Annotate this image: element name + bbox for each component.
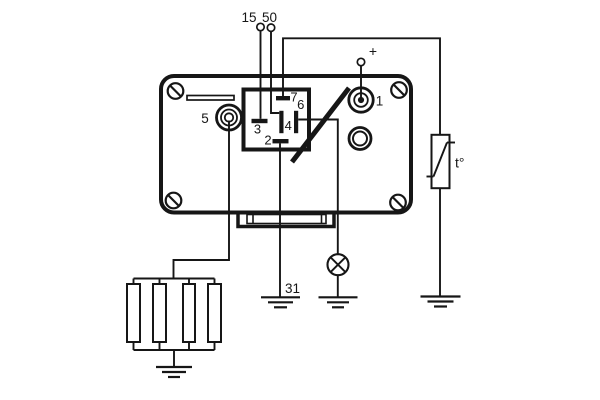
- pin-2-contact: [272, 139, 289, 144]
- terminal-50-node: [266, 23, 276, 33]
- wire-pin7-to-sensor: [282, 37, 441, 135]
- screw-top-left-icon: [166, 82, 185, 100]
- pin-4-contact: [279, 110, 284, 134]
- ground-symbol-sensor: [420, 295, 461, 308]
- aux-terminal-connector: [347, 126, 373, 151]
- screw-top-right-icon: [390, 81, 408, 99]
- relay-label-plate: [186, 94, 235, 101]
- wire-terminal5-to-glowplugs: [172, 120, 230, 279]
- pin-3-label: 3: [254, 122, 261, 137]
- pin-2-label: 2: [264, 133, 271, 148]
- pin-7-contact: [276, 96, 290, 101]
- pin-5-label: 5: [201, 111, 209, 126]
- pin-6-label: 6: [297, 97, 304, 112]
- temperature-label: t°: [455, 155, 465, 171]
- connector-tray: [236, 212, 336, 229]
- terminal-1-center-dot: [357, 96, 365, 104]
- pin-6-contact: [294, 110, 299, 134]
- indicator-lamp-icon: [326, 253, 350, 277]
- glow-plug-element-1: [126, 283, 141, 343]
- ground-symbol-glow-plugs: [156, 365, 192, 379]
- battery-plus-node: [356, 57, 366, 67]
- battery-plus-label: +: [369, 43, 377, 59]
- screw-bottom-left-icon: [164, 191, 183, 210]
- glow-plug-element-2: [152, 283, 167, 343]
- connector-tray-slot: [246, 213, 327, 225]
- ground-symbol-lamp: [318, 296, 358, 309]
- pin-4-label: 4: [285, 118, 292, 133]
- terminal-31-label: 31: [285, 281, 300, 296]
- terminal-50-label: 50: [262, 10, 277, 25]
- screw-bottom-right-icon: [389, 193, 407, 212]
- glow-plug-element-4: [207, 283, 222, 343]
- ground-symbol-31: [261, 296, 300, 309]
- pin-1-label: 1: [376, 94, 384, 109]
- pin-3-contact: [251, 118, 268, 124]
- wire-50-to-pin4: [270, 31, 280, 114]
- switch-arm: [290, 86, 351, 164]
- glow-plug-element-3: [182, 283, 196, 343]
- terminal-15-label: 15: [241, 10, 256, 25]
- wire-pin6-to-lamp: [298, 118, 339, 255]
- glow-plug-bank: [126, 277, 222, 367]
- terminal-15-node: [255, 22, 266, 32]
- pin-7-label: 7: [290, 90, 297, 105]
- temperature-sensor-icon: [426, 133, 455, 190]
